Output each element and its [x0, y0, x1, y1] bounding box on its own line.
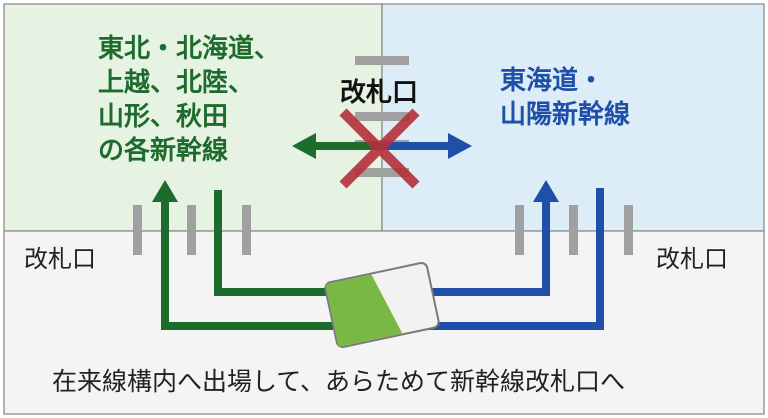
gate-post-icon	[355, 112, 409, 121]
tokaido-line-1: 東海道・	[500, 66, 605, 96]
green-route-from-gate	[214, 190, 340, 296]
gate-post-icon	[355, 168, 409, 177]
tokaido-line-2: 山陽新幹線	[500, 100, 631, 130]
blue-route	[420, 188, 604, 330]
left-gate-label: 改札口	[24, 245, 96, 273]
gate-post-icon	[187, 205, 196, 255]
gate-post-icon	[569, 205, 578, 255]
gate-post-icon	[242, 205, 251, 255]
arrow-icon	[448, 133, 472, 159]
gate-post-icon	[515, 205, 524, 255]
center-gate-label: 改札口	[340, 78, 419, 108]
gate-post-icon	[355, 56, 409, 65]
left-gate-posts	[133, 205, 251, 255]
blue-route-from-gate	[420, 188, 604, 330]
tokaido-zone	[381, 3, 765, 232]
cross-prohibited-icon	[339, 108, 420, 189]
tohoku-zone	[3, 3, 383, 232]
tohoku-lines-label: 東北・北海道、 上越、北陸、 山形、秋田 の各新幹線	[98, 32, 280, 168]
green-route-up	[161, 200, 340, 330]
tohoku-line-2: 上越、北陸、	[98, 68, 255, 98]
blue-route-up	[420, 200, 550, 296]
tohoku-line-1: 東北・北海道、	[98, 34, 281, 64]
arrow-icon	[292, 133, 316, 159]
caption: 在来線構内へ出場して、あらためて新幹線改札口へ	[52, 367, 626, 396]
tokaido-lines-label: 東海道・ 山陽新幹線	[500, 64, 630, 132]
ic-card-icon	[324, 262, 440, 348]
gate-post-icon	[624, 205, 633, 255]
tohoku-line-4: の各新幹線	[98, 136, 229, 166]
right-gate-posts	[515, 205, 633, 255]
arrow-icon	[533, 180, 559, 202]
right-gate-label: 改札口	[656, 245, 728, 273]
arrow-icon	[152, 180, 178, 202]
tohoku-line-3: 山形、秋田	[98, 102, 229, 132]
green-route	[161, 190, 340, 330]
gate-post-icon	[133, 205, 142, 255]
